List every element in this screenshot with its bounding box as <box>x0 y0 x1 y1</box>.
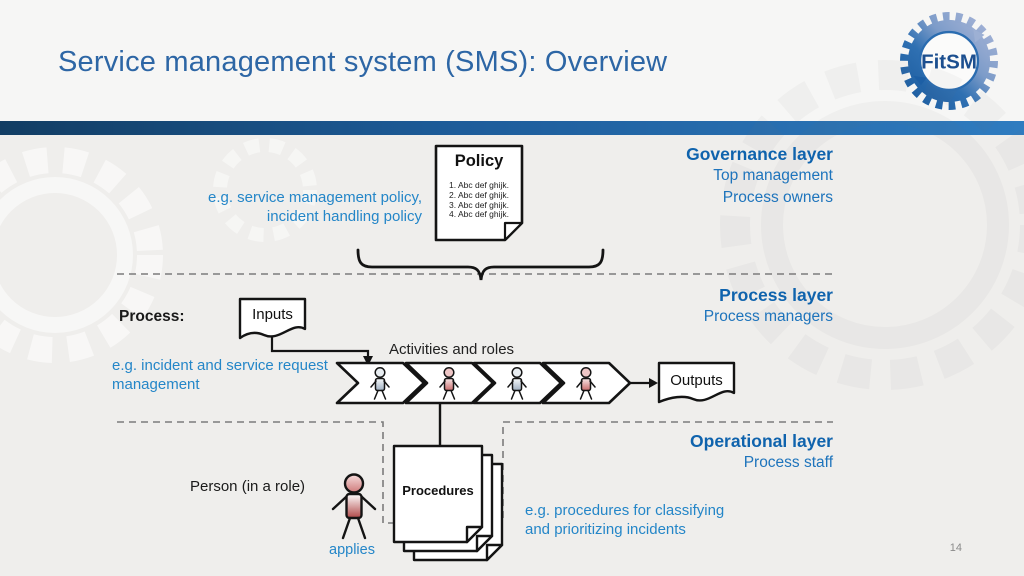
outputs-shape <box>657 361 736 404</box>
page-number: 14 <box>949 542 962 554</box>
procedures-example-note: e.g. procedures for classifying and prio… <box>525 502 725 538</box>
operational-layer-title: Operational layer <box>690 431 833 451</box>
inputs-shape <box>238 297 307 340</box>
governance-role-1: Top management <box>713 167 833 184</box>
background-gear-watermark-icon <box>0 60 1024 390</box>
accent-divider-bar <box>0 121 1024 135</box>
policy-example-note: e.g. service management policy, incident… <box>208 189 422 225</box>
governance-role-2: Process owners <box>722 189 833 206</box>
fitsm-logo-gear-icon: FitSM <box>900 12 998 110</box>
operational-role-1: Process staff <box>743 454 833 471</box>
big-person-icon <box>331 473 377 540</box>
inputs-arrow <box>270 337 373 366</box>
inputs-label: Inputs <box>252 306 293 323</box>
policy-document-icon <box>434 144 524 242</box>
fitsm-logo-text: FitSM <box>921 50 977 73</box>
process-layer-title: Process layer <box>719 285 833 305</box>
policy-doc-title: Policy <box>454 152 504 170</box>
process-layer-block: Process layer Process managers <box>704 284 833 328</box>
process-label: Process: <box>119 308 185 325</box>
role-person-icons <box>370 366 596 400</box>
slide-header <box>0 0 1024 121</box>
slide-title: Service management system (SMS): Overvie… <box>58 46 668 78</box>
governance-layer-title: Governance layer <box>686 144 833 164</box>
activities-label: Activities and roles <box>389 341 515 358</box>
policy-item: 3. Abc def ghijk. <box>449 199 510 210</box>
person-icon <box>439 366 459 400</box>
applies-label: applies <box>329 542 375 558</box>
process-role-1: Process managers <box>703 308 833 325</box>
policy-doc-items: 1. Abc def ghijk. 2. Abc def ghijk. 3. A… <box>449 180 510 220</box>
policy-item: 1. Abc def ghijk. <box>449 180 510 190</box>
governance-layer-block: Governance layer Top management Process … <box>686 143 833 209</box>
person-icon <box>576 366 596 400</box>
policy-item: 4. Abc def ghijk. <box>449 209 510 220</box>
process-example-note: e.g. incident and service request manage… <box>112 357 328 393</box>
policy-item: 2. Abc def ghijk. <box>449 189 510 200</box>
procedures-doc-title: Procedures <box>402 483 474 498</box>
person-in-role-label: Person (in a role) <box>190 478 306 495</box>
person-icon <box>507 366 527 400</box>
outputs-arrow <box>630 378 658 388</box>
brace-icon <box>356 248 605 281</box>
person-icon <box>370 366 390 400</box>
procedures-stack-icon <box>392 444 504 562</box>
operational-layer-block: Operational layer Process staff <box>690 430 833 474</box>
outputs-label: Outputs <box>670 372 723 389</box>
